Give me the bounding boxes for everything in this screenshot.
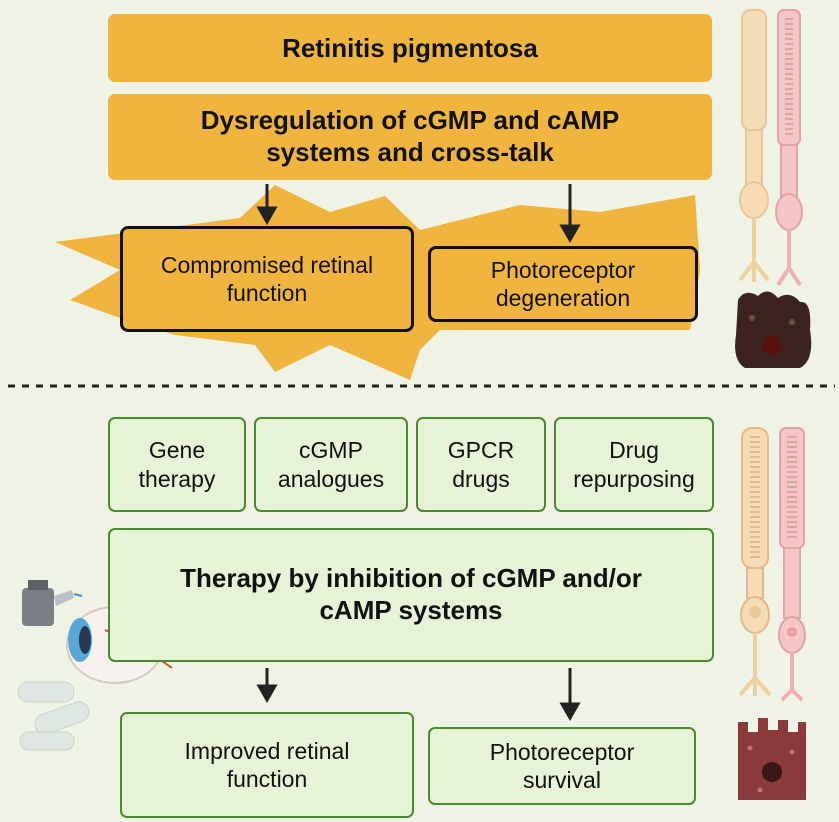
therapy-box-cgmp: cGMP analogues (254, 417, 408, 512)
therapy-box-repurposing: Drug repurposing (554, 417, 714, 512)
arrow-bottom-right (559, 668, 581, 722)
outcome-box-degeneration: Photoreceptor degeneration (428, 246, 698, 322)
rpe-cell-icon (738, 718, 806, 800)
arrow-top-left (256, 184, 278, 226)
therapy-gene-text: Gene therapy (138, 437, 216, 492)
outcome-improved-text: Improved retinal function (184, 737, 350, 792)
rpe-cell-degenerated-icon (735, 291, 812, 368)
outcome-box-improved: Improved retinal function (120, 712, 414, 818)
outcome-box-compromised: Compromised retinal function (120, 226, 414, 332)
title-text: Retinitis pigmentosa (282, 32, 538, 63)
pill-capsules-icon (17, 681, 90, 751)
therapy-repurposing-text: Drug repurposing (573, 437, 695, 492)
therapy-cgmp-text: cGMP analogues (277, 437, 385, 492)
eye-drop-bottle-icon (22, 580, 83, 626)
title-box: Retinitis pigmentosa (108, 14, 712, 82)
therapy-box-gpcr: GPCR drugs (416, 417, 546, 512)
therapy-box-gene: Gene therapy (108, 417, 246, 512)
therapy-gpcr-text: GPCR drugs (447, 437, 515, 492)
outcome-box-survival: Photoreceptor survival (428, 727, 696, 805)
subtitle-text: Dysregulation of cGMP and cAMP systems a… (200, 105, 620, 167)
rod-cone-healthy-icon (738, 427, 806, 702)
main-therapy-box: Therapy by inhibition of cGMP and/or cAM… (108, 528, 714, 662)
outcome-survival-text: Photoreceptor survival (489, 738, 635, 793)
main-therapy-text: Therapy by inhibition of cGMP and/or cAM… (180, 563, 642, 625)
arrow-bottom-left (256, 668, 278, 704)
outcome-compromised-text: Compromised retinal function (160, 251, 374, 306)
outcome-degeneration-text: Photoreceptor degeneration (490, 256, 636, 311)
subtitle-box: Dysregulation of cGMP and cAMP systems a… (108, 94, 712, 180)
rod-cone-degenerated-icon (738, 9, 803, 287)
arrow-top-right (559, 184, 581, 244)
